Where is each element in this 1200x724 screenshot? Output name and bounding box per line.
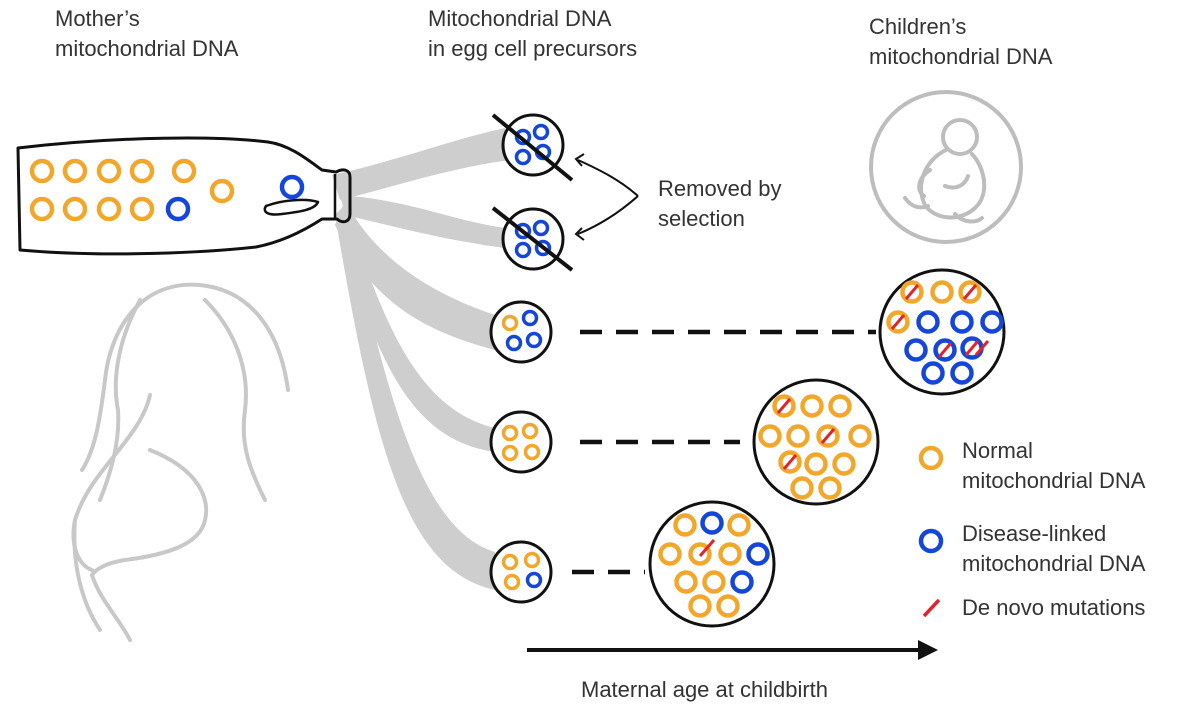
header-line: Children’s (869, 14, 967, 39)
child-circle-4 (752, 378, 880, 506)
legend-line: mitochondrial DNA (962, 468, 1146, 493)
stream-to-egg-4 (335, 205, 495, 452)
header-line: mitochondrial DNA (869, 44, 1053, 69)
stream-to-egg-1 (332, 128, 510, 200)
legend-line: mitochondrial DNA (962, 551, 1146, 576)
legend-disease-icon (918, 528, 944, 554)
egg-precursor-3 (489, 300, 553, 364)
mother-mtdna-header: Mother’s mitochondrial DNA (55, 4, 238, 64)
header-line: in egg cell precursors (428, 36, 638, 61)
children-mtdna-header: Children’s mitochondrial DNA (869, 12, 1052, 72)
legend-line: Normal (962, 438, 1033, 463)
bottle-mtdna (29, 158, 305, 222)
legend-disease-label: Disease-linked mitochondrial DNA (962, 519, 1145, 579)
stream-to-egg-5 (335, 205, 495, 590)
removed-by-selection-label: Removed by selection (658, 174, 782, 234)
header-line: mitochondrial DNA (55, 36, 239, 61)
legend-mutation-label: De novo mutations (962, 593, 1145, 623)
annotation-line: selection (658, 206, 745, 231)
stream-to-egg-2 (340, 195, 505, 248)
legend-line: Disease-linked (962, 521, 1107, 546)
bottle-highlight (263, 198, 320, 216)
stream-to-egg-3 (335, 200, 495, 350)
legend-mutation-icon (922, 598, 941, 618)
bottle-icon (16, 136, 352, 256)
child-circle-5 (648, 500, 776, 628)
pregnant-woman-icon (71, 282, 290, 642)
axis-label: Maternal age at childbirth (581, 677, 829, 702)
legend-normal-label: Normal mitochondrial DNA (962, 436, 1145, 496)
annotation-line: Removed by (658, 176, 782, 201)
strike-line (491, 206, 574, 272)
dashed-connectors (572, 329, 876, 575)
egg-precursor-header: Mitochondrial DNA in egg cell precursors (428, 4, 637, 64)
bottle-outline (16, 136, 352, 256)
fetus-icon (869, 90, 1023, 244)
egg-precursor-4 (489, 410, 553, 474)
maternal-age-axis (527, 640, 938, 660)
arrow-icon (574, 153, 639, 241)
egg-precursor-removed-1 (491, 113, 574, 182)
legend-line: De novo mutations (962, 595, 1146, 620)
selection-streams (332, 128, 510, 590)
legend-symbols (918, 445, 944, 618)
egg-precursor-5 (489, 540, 553, 604)
header-line: Mother’s (55, 6, 140, 31)
child-circle-3 (878, 268, 1006, 396)
strike-line (491, 113, 574, 182)
header-line: Mitochondrial DNA (428, 6, 612, 31)
legend-normal-icon (918, 445, 944, 471)
egg-precursor-removed-2 (491, 206, 574, 272)
